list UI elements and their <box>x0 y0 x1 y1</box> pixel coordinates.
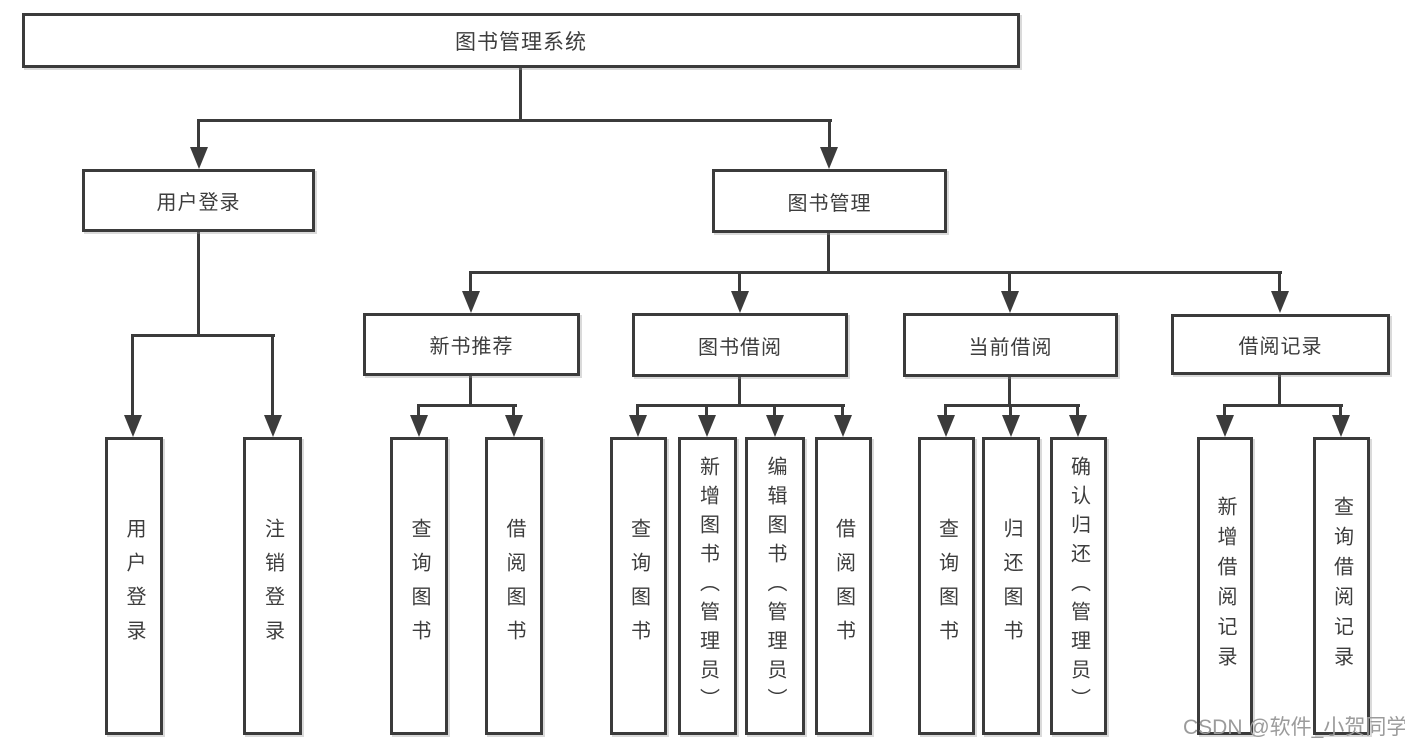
node-label: 新书推荐 <box>429 336 514 358</box>
arrow-down-icon <box>820 147 838 169</box>
leaf-return-books: 归还图书 <box>982 437 1040 735</box>
connector-line <box>773 404 776 417</box>
node-label: 查询借阅记录 <box>1330 496 1353 676</box>
connector-line <box>944 404 947 417</box>
connector-line <box>738 376 741 407</box>
arrow-down-icon <box>410 415 428 437</box>
arrow-down-icon <box>937 415 955 437</box>
arrow-down-icon <box>124 415 142 437</box>
node-label: 注销登录 <box>261 518 284 654</box>
connector-line <box>519 68 522 122</box>
connector-line <box>197 119 200 151</box>
connector-line <box>512 404 515 417</box>
connector-line <box>827 233 830 274</box>
node-library-management-system: 图书管理系统 <box>22 13 1020 68</box>
node-label: 借阅记录 <box>1238 336 1323 358</box>
arrow-down-icon <box>731 291 749 313</box>
arrow-down-icon <box>1069 415 1087 437</box>
connector-line <box>1223 404 1343 407</box>
connector-line <box>1008 271 1011 293</box>
node-label: 归还图书 <box>1000 518 1022 654</box>
connector-line <box>1009 404 1012 417</box>
arrow-down-icon <box>698 415 716 437</box>
node-current-borrow: 当前借阅 <box>903 313 1118 377</box>
node-label: 查询图书 <box>627 518 650 654</box>
csdn-watermark: CSDN @软件_小贺同学 <box>1183 716 1405 739</box>
node-label: 图书管理 <box>787 192 872 215</box>
connector-line <box>944 404 1080 407</box>
node-book-management: 图书管理 <box>712 169 947 233</box>
connector-line <box>828 119 831 151</box>
connector-line <box>636 404 639 417</box>
connector-line <box>705 404 708 417</box>
node-label: 用户登录 <box>123 518 145 654</box>
connector-line <box>636 404 845 407</box>
connector-line <box>469 271 1282 274</box>
leaf-query-books-current: 查询图书 <box>918 437 975 735</box>
node-borrow-records: 借阅记录 <box>1171 314 1390 375</box>
leaf-query-books-borrow: 查询图书 <box>610 437 667 735</box>
connector-line <box>1008 376 1011 407</box>
node-label: 新增图书（管理员） <box>696 455 719 717</box>
node-book-borrow: 图书借阅 <box>632 313 848 377</box>
leaf-query-borrow-record: 查询借阅记录 <box>1313 437 1370 735</box>
connector-line <box>738 271 741 293</box>
connector-line <box>1278 375 1281 407</box>
connector-line <box>197 119 832 122</box>
node-label: 借阅图书 <box>503 518 525 654</box>
arrow-down-icon <box>190 147 208 169</box>
node-label: 查询图书 <box>935 518 958 654</box>
arrow-down-icon <box>462 291 480 313</box>
connector-line <box>841 404 844 417</box>
node-label: 借阅图书 <box>832 518 855 654</box>
leaf-user-login: 用户登录 <box>105 437 163 735</box>
connector-line <box>469 376 472 407</box>
connector-line <box>197 232 200 337</box>
connector-line <box>417 404 517 407</box>
connector-line <box>1076 404 1079 417</box>
node-label: 图书管理系统 <box>455 30 587 54</box>
arrow-down-icon <box>505 415 523 437</box>
connector-line <box>469 271 472 293</box>
node-label: 确认归还（管理员） <box>1067 455 1090 717</box>
arrow-down-icon <box>1332 415 1350 437</box>
node-label: 新增借阅记录 <box>1214 496 1236 676</box>
connector-line <box>271 334 274 418</box>
arrow-down-icon <box>834 415 852 437</box>
leaf-logout: 注销登录 <box>243 437 302 735</box>
node-new-book-recommend: 新书推荐 <box>363 313 580 376</box>
connector-line <box>1223 404 1226 417</box>
arrow-down-icon <box>766 415 784 437</box>
arrow-down-icon <box>264 415 282 437</box>
arrow-down-icon <box>1216 415 1234 437</box>
leaf-add-books-admin: 新增图书（管理员） <box>678 437 737 735</box>
leaf-confirm-return-admin: 确认归还（管理员） <box>1050 437 1107 735</box>
node-label: 图书借阅 <box>698 336 782 359</box>
leaf-borrow-books-recommend: 借阅图书 <box>485 437 543 735</box>
connector-line <box>131 334 134 418</box>
connector-line <box>131 334 275 337</box>
node-label: 用户登录 <box>156 192 241 214</box>
leaf-borrow-books: 借阅图书 <box>815 437 872 735</box>
connector-line <box>1278 271 1281 293</box>
leaf-edit-books-admin: 编辑图书（管理员） <box>745 437 805 735</box>
node-label: 查询图书 <box>408 518 430 654</box>
node-user-login: 用户登录 <box>82 169 315 232</box>
arrow-down-icon <box>1001 291 1019 313</box>
node-label: 编辑图书（管理员） <box>764 455 786 717</box>
connector-line <box>417 404 420 417</box>
leaf-query-books-recommend: 查询图书 <box>390 437 448 735</box>
arrow-down-icon <box>629 415 647 437</box>
leaf-add-borrow-record: 新增借阅记录 <box>1197 437 1253 735</box>
connector-line <box>1339 404 1342 417</box>
arrow-down-icon <box>1002 415 1020 437</box>
arrow-down-icon <box>1271 291 1289 313</box>
node-label: 当前借阅 <box>968 336 1053 359</box>
